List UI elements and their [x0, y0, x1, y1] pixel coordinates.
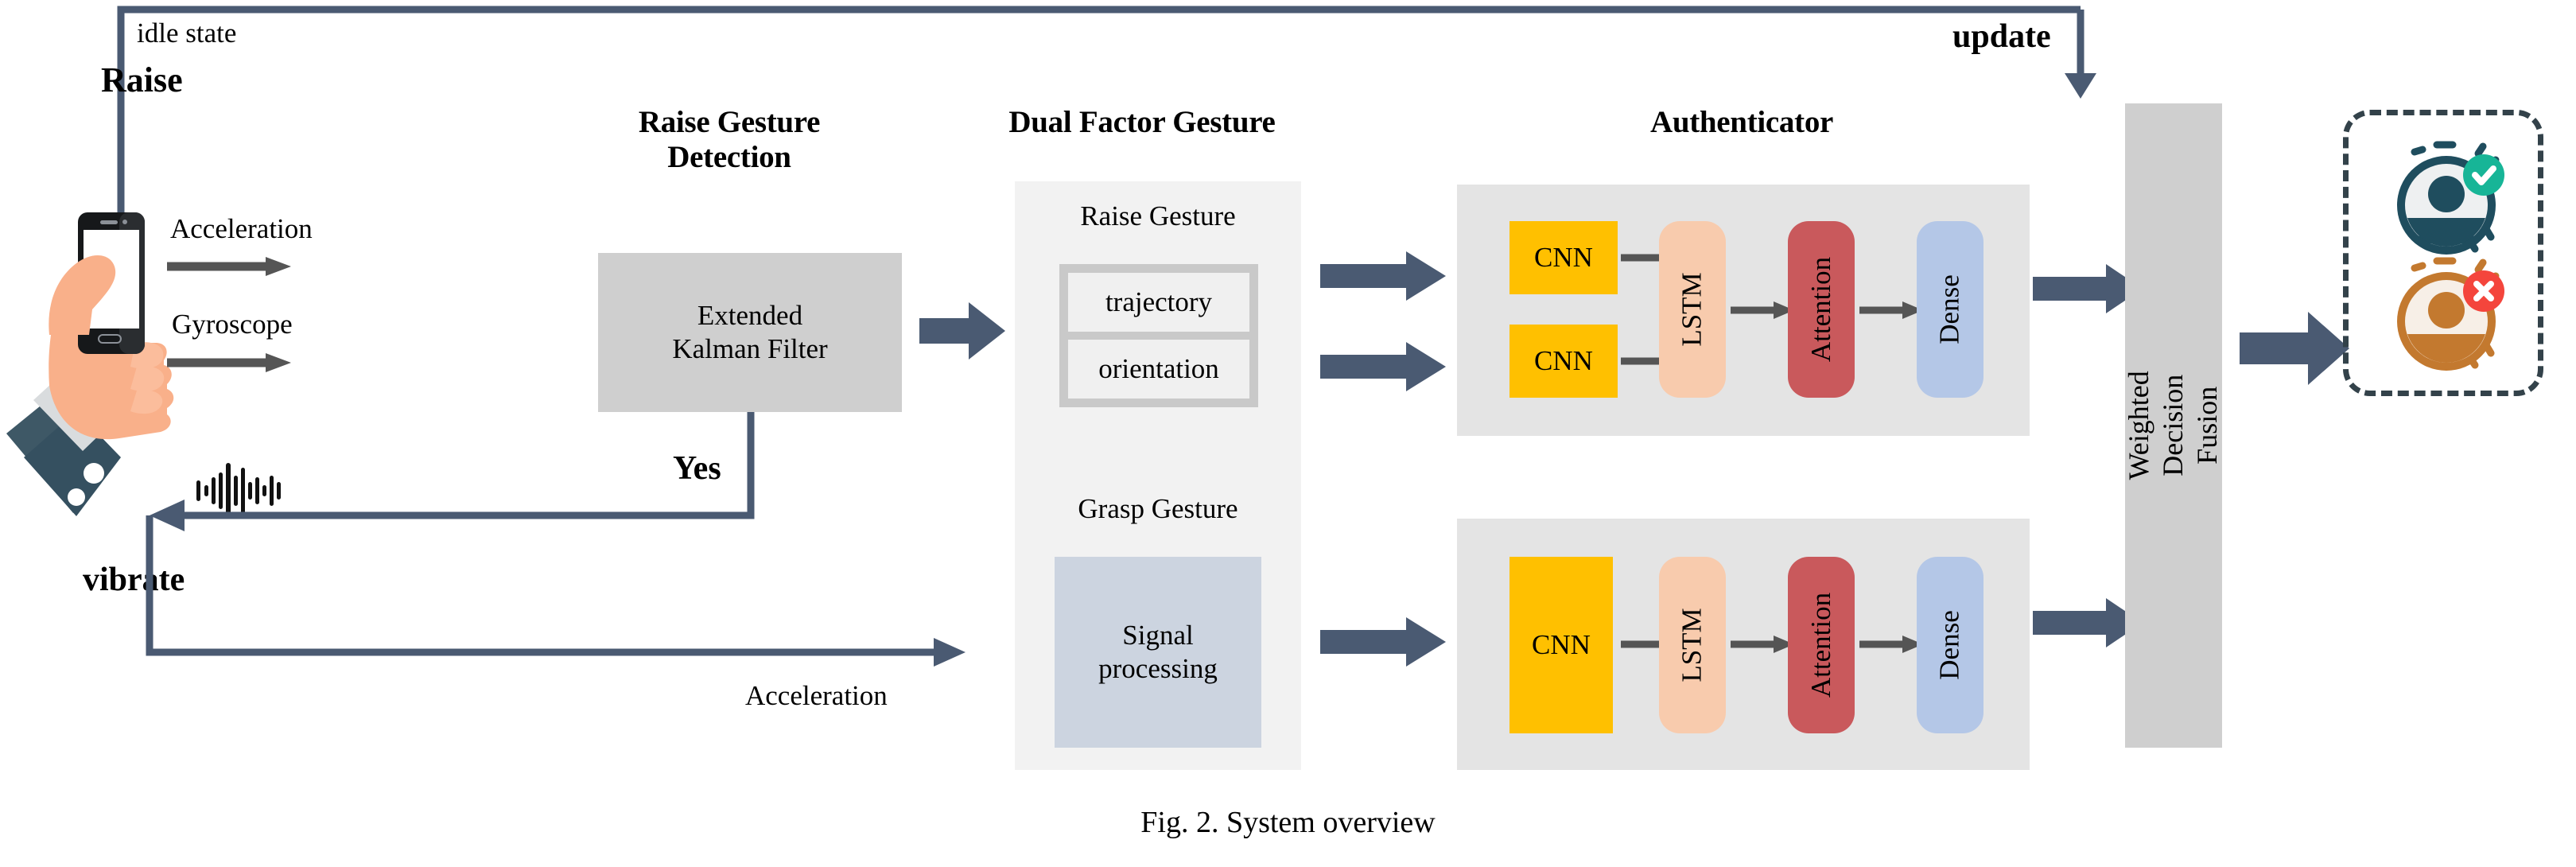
hand-holding-phone-icon [6, 212, 174, 516]
vibration-waveform-icon [196, 463, 281, 519]
gyroscope-arrow [167, 353, 291, 372]
extended-kalman-filter-box: Extended Kalman Filter [598, 253, 902, 412]
figure-caption: Fig. 2. System overview [1140, 806, 1436, 839]
user-rejected-icon [2397, 257, 2504, 371]
signal-processing-label: Signal processing [1098, 620, 1218, 684]
user-accepted-icon [2397, 141, 2504, 255]
extended-kalman-filter-label: Extended Kalman Filter [672, 300, 828, 364]
authenticator-title: Authenticator [1649, 105, 1834, 139]
authenticator-top-attention-label: Attention [1805, 256, 1836, 363]
attention-to-dense-arrow-bottom [1859, 636, 1923, 653]
authenticator-bottom-cnn-label: CNN [1532, 629, 1591, 660]
acceleration-top-label: Acceleration [170, 213, 313, 244]
idle-state-label: idle state [137, 17, 237, 49]
grasp-gesture-subtitle: Grasp Gesture [1078, 493, 1238, 524]
raise-label: Raise [101, 60, 183, 99]
authenticator-bottom-cnn-block: CNN [1509, 557, 1613, 733]
kalman-to-dual-factor-arrow [919, 302, 1005, 360]
update-label: update [1952, 18, 2051, 55]
trajectory-label: trajectory [1105, 286, 1213, 318]
authenticator-top-cnn-1-block: CNN [1509, 221, 1618, 294]
authenticator-bottom-lstm-block: LSTM [1659, 557, 1726, 733]
raise-gesture-feature-frame: trajectory orientation [1059, 264, 1258, 407]
yes-label: Yes [673, 450, 721, 487]
acceleration-bottom-label: Acceleration [745, 680, 888, 711]
orientation-to-authenticator-arrow [1320, 342, 1446, 391]
authenticator-top-to-fusion-arrow [2033, 264, 2143, 313]
raise-gesture-detection-title: Raise Gesture Detection [638, 105, 821, 174]
lstm-to-attention-arrow-bottom [1731, 636, 1794, 653]
authenticator-bottom-dense-block: Dense [1917, 557, 1983, 733]
authentication-result-frame [2343, 110, 2543, 396]
weighted-decision-fusion-label: Weighted Decision Fusion [2123, 371, 2224, 480]
authenticator-top-attention-block: Attention [1788, 221, 1855, 398]
authenticator-top-lstm-label: LSTM [1677, 272, 1708, 347]
authenticator-top-cnn-2-label: CNN [1534, 345, 1593, 376]
trajectory-to-authenticator-arrow [1320, 251, 1446, 301]
authenticator-bottom-dense-label: Dense [1934, 610, 1965, 680]
authenticator-bottom-to-fusion-arrow [2033, 598, 2143, 647]
trajectory-cell: trajectory [1068, 273, 1249, 332]
gyroscope-label: Gyroscope [172, 309, 293, 340]
authenticator-bottom-attention-block: Attention [1788, 557, 1855, 733]
signal-processing-box: Signal processing [1055, 557, 1261, 748]
lstm-to-attention-arrow-top [1731, 301, 1794, 319]
fusion-to-results-arrow [2240, 312, 2349, 385]
orientation-cell: orientation [1068, 339, 1249, 399]
authenticator-bottom-attention-label: Attention [1805, 592, 1836, 698]
attention-to-dense-arrow-top [1859, 301, 1923, 319]
signal-to-authenticator-arrow [1320, 617, 1446, 667]
authenticator-top-dense-label: Dense [1934, 274, 1965, 344]
authenticator-top-dense-block: Dense [1917, 221, 1983, 398]
authenticator-top-cnn-2-block: CNN [1509, 325, 1618, 398]
orientation-label: orientation [1098, 352, 1219, 384]
authenticator-bottom-lstm-label: LSTM [1677, 608, 1708, 682]
authenticator-top-lstm-block: LSTM [1659, 221, 1726, 398]
raise-gesture-subtitle: Raise Gesture [1080, 200, 1236, 231]
dual-factor-gesture-title: Dual Factor Gesture [1008, 105, 1276, 139]
vibrate-label: vibrate [83, 562, 185, 598]
acceleration-top-arrow [167, 257, 291, 276]
authenticator-top-cnn-1-label: CNN [1534, 242, 1593, 273]
weighted-decision-fusion-box: Weighted Decision Fusion [2123, 103, 2224, 748]
